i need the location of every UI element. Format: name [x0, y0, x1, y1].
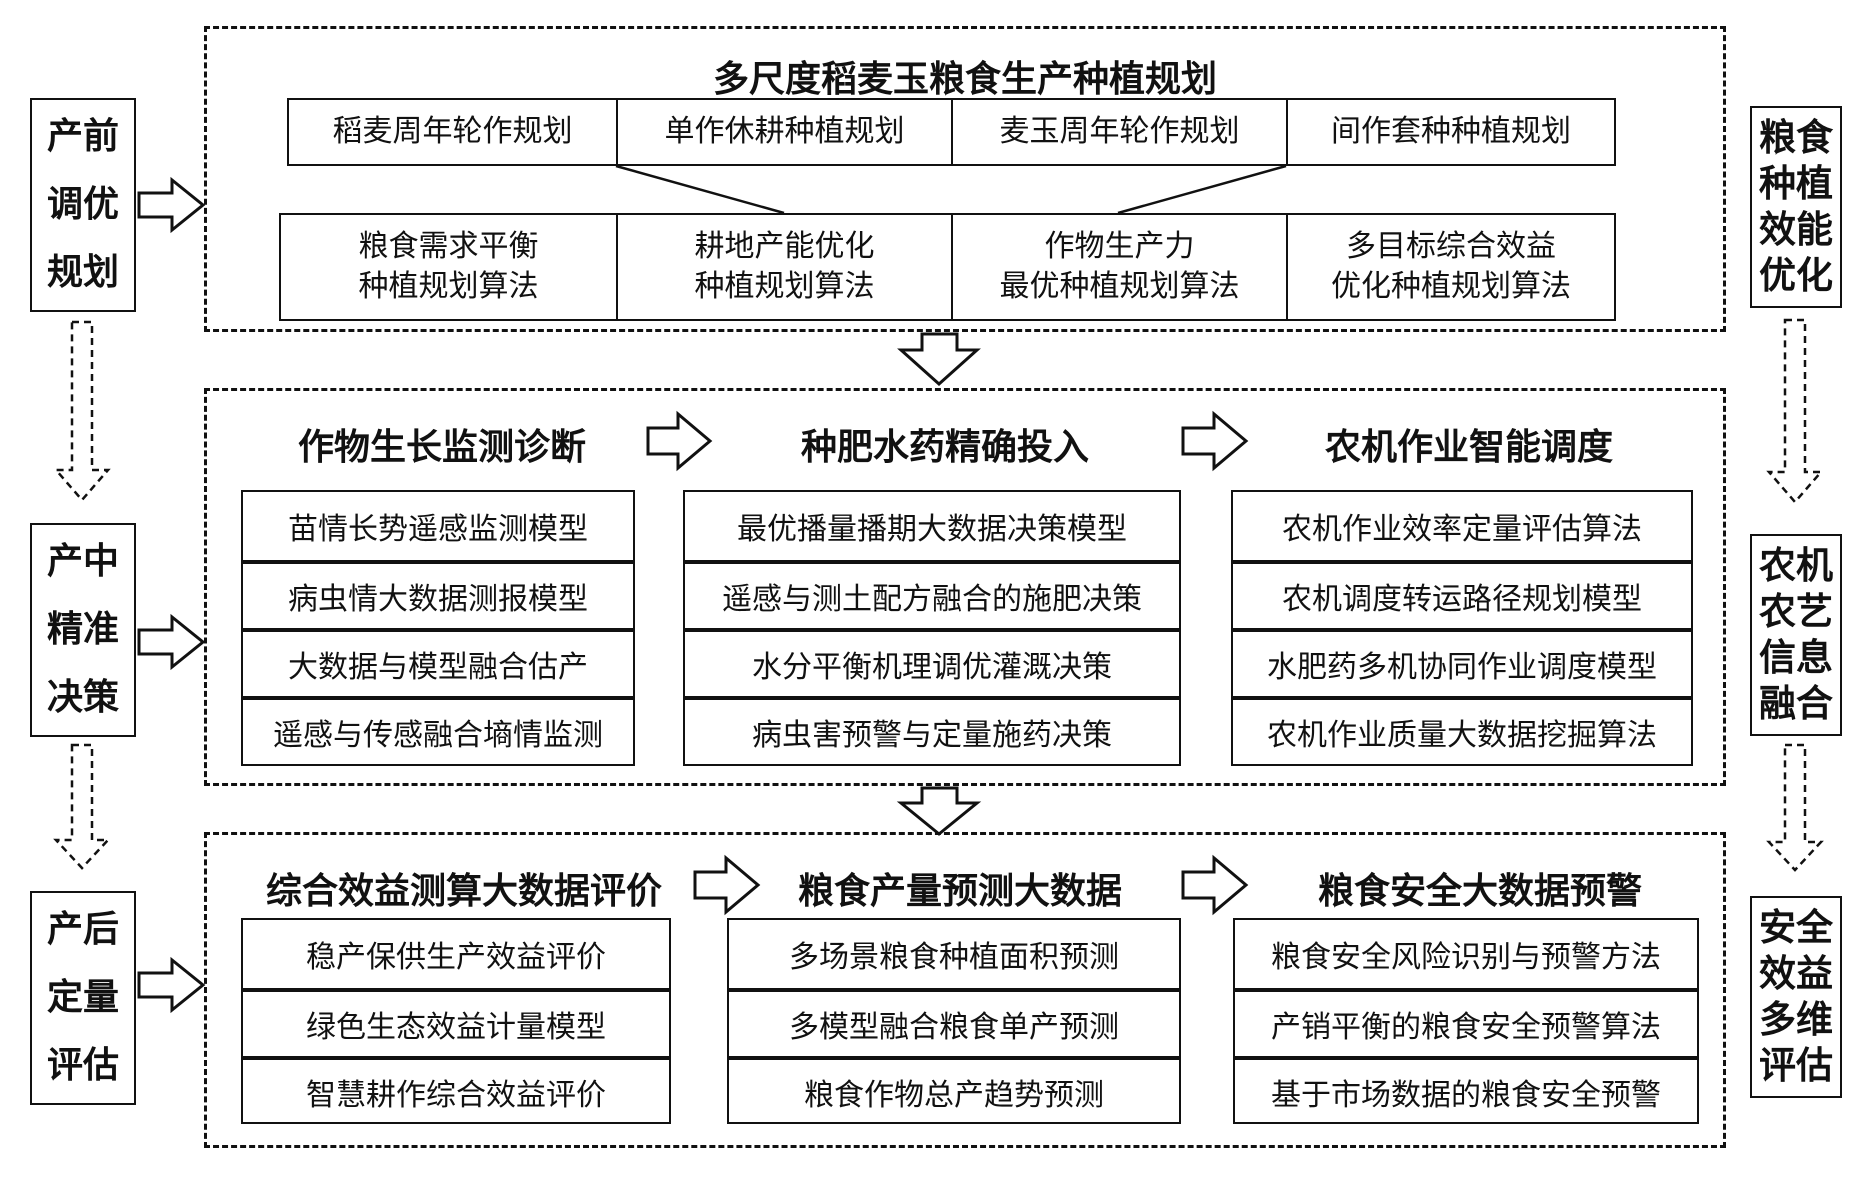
- stage-label-line: 定量: [46, 977, 119, 1018]
- algorithm-box: 多目标综合效益优化种植规划算法: [1286, 213, 1616, 321]
- algorithm-line: 优化种植规划算法: [1331, 269, 1571, 304]
- decision-column-title: 农机作业智能调度: [1324, 427, 1613, 468]
- algorithm-line: 粮食需求平衡: [358, 229, 539, 264]
- decision-list: 最优播量播期大数据决策模型 遥感与测土配方融合的施肥决策 水分平衡机理调优灌溉决…: [683, 490, 1181, 766]
- list-item: 最优播量播期大数据决策模型: [737, 512, 1127, 547]
- list-item: 病虫害预警与定量施药决策: [685, 696, 1179, 764]
- goal-label-line: 农机: [1759, 544, 1833, 587]
- algorithm-box: 耕地产能优化种植规划算法: [616, 213, 953, 321]
- plan-box: 间作套种种植规划: [1286, 98, 1616, 166]
- connector-line: [615, 164, 785, 215]
- list-item: 农机作业质量大数据挖掘算法: [1233, 696, 1691, 764]
- goal-label-line: 效益: [1759, 952, 1833, 995]
- goal-label-line: 多维: [1759, 998, 1833, 1041]
- algorithm-line: 多目标综合效益: [1346, 229, 1556, 264]
- list-item: 遥感与测土配方融合的施肥决策: [685, 560, 1179, 628]
- stage-label-in-production: 产中 精准 决策: [30, 523, 136, 737]
- list-item: 农机作业效率定量评估算法: [1282, 512, 1642, 547]
- evaluation-column-title: 粮食安全大数据预警: [1317, 871, 1642, 912]
- algorithm-line: 种植规划算法: [694, 269, 875, 304]
- decision-column-title: 作物生长监测诊断: [297, 427, 586, 468]
- list-item: 病虫情大数据测报模型: [243, 560, 633, 628]
- goal-label-line: 融合: [1759, 682, 1833, 725]
- right-arrow-icon: [137, 613, 206, 671]
- stage-label-line: 调优: [46, 184, 119, 225]
- goal-label-line: 评估: [1759, 1044, 1833, 1087]
- dashed-down-arrow-icon: [53, 743, 111, 870]
- evaluation-stage-frame: [204, 832, 1726, 1148]
- right-arrow-icon: [1181, 410, 1249, 472]
- stage-label-line: 产前: [46, 116, 119, 157]
- down-arrow-icon: [896, 786, 982, 836]
- right-arrow-icon: [646, 410, 713, 472]
- list-item: 多模型融合粮食单产预测: [729, 988, 1179, 1056]
- list-item: 苗情长势遥感监测模型: [288, 512, 588, 547]
- goal-label-line: 粮食: [1759, 116, 1833, 159]
- stage-label-line: 决策: [46, 677, 119, 718]
- algorithm-line: 种植规划算法: [358, 269, 539, 304]
- stage-label-line: 评估: [46, 1045, 119, 1086]
- list-item: 基于市场数据的粮食安全预警: [1235, 1056, 1697, 1124]
- decision-list: 农机作业效率定量评估算法 农机调度转运路径规划模型 水肥药多机协同作业调度模型 …: [1231, 490, 1693, 766]
- plan-box: 麦玉周年轮作规划: [951, 98, 1288, 166]
- list-item: 农机调度转运路径规划模型: [1233, 560, 1691, 628]
- list-item: 大数据与模型融合估产: [243, 628, 633, 696]
- goal-label-fusion: 农机 农艺 信息 融合: [1750, 534, 1842, 736]
- algorithm-box: 作物生产力最优种植规划算法: [951, 213, 1288, 321]
- list-item: 多场景粮食种植面积预测: [789, 940, 1119, 975]
- goal-label-line: 信息: [1759, 636, 1833, 679]
- list-item: 水肥药多机协同作业调度模型: [1233, 628, 1691, 696]
- goal-label-line: 效能: [1759, 208, 1833, 251]
- stage-label-line: 精准: [46, 609, 119, 650]
- list-item: 智慧耕作综合效益评价: [243, 1056, 669, 1124]
- plan-box: 稻麦周年轮作规划: [287, 98, 618, 166]
- decision-column-title: 种肥水药精确投入: [800, 427, 1089, 468]
- dashed-down-arrow-icon: [1766, 743, 1824, 872]
- evaluation-list: 多场景粮食种植面积预测 多模型融合粮食单产预测 粮食作物总产趋势预测: [727, 918, 1181, 1124]
- evaluation-list: 粮食安全风险识别与预警方法 产销平衡的粮食安全预警算法 基于市场数据的粮食安全预…: [1233, 918, 1699, 1124]
- goal-label-efficiency: 粮食 种植 效能 优化: [1750, 106, 1842, 308]
- list-item: 遥感与传感融合墒情监测: [243, 696, 633, 764]
- stage-label-pre-production: 产前 调优 规划: [30, 98, 136, 312]
- evaluation-column-title: 粮食产量预测大数据: [797, 871, 1122, 912]
- right-arrow-icon: [137, 956, 206, 1014]
- list-item: 绿色生态效益计量模型: [243, 988, 669, 1056]
- stage-label-post-production: 产后 定量 评估: [30, 891, 136, 1105]
- list-item: 稳产保供生产效益评价: [306, 940, 606, 975]
- goal-label-assessment: 安全 效益 多维 评估: [1750, 896, 1842, 1098]
- plan-box: 单作休耕种植规划: [616, 98, 953, 166]
- list-item: 产销平衡的粮食安全预警算法: [1235, 988, 1697, 1056]
- right-arrow-icon: [1181, 854, 1249, 916]
- right-arrow-icon: [137, 176, 206, 234]
- down-arrow-icon: [897, 332, 981, 387]
- stage-label-line: 产后: [46, 909, 119, 950]
- algorithm-line: 耕地产能优化: [694, 229, 875, 264]
- list-item: 水分平衡机理调优灌溉决策: [685, 628, 1179, 696]
- planning-title: 多尺度稻麦玉粮食生产种植规划: [712, 59, 1217, 100]
- list-item: 粮食安全风险识别与预警方法: [1271, 940, 1661, 975]
- stage-label-line: 产中: [46, 541, 119, 582]
- goal-label-line: 优化: [1759, 254, 1833, 297]
- goal-label-line: 农艺: [1759, 590, 1833, 633]
- goal-label-line: 种植: [1759, 162, 1833, 205]
- list-item: 粮食作物总产趋势预测: [729, 1056, 1179, 1124]
- connector-line: [1117, 164, 1287, 215]
- planning-stage-frame: [204, 26, 1726, 332]
- right-arrow-icon: [693, 854, 761, 916]
- goal-label-line: 安全: [1759, 906, 1833, 949]
- algorithm-line: 最优种植规划算法: [999, 269, 1240, 304]
- evaluation-column-title: 综合效益测算大数据评价: [265, 871, 662, 912]
- dashed-down-arrow-icon: [53, 320, 111, 502]
- dashed-down-arrow-icon: [1766, 318, 1824, 504]
- evaluation-list: 稳产保供生产效益评价 绿色生态效益计量模型 智慧耕作综合效益评价: [241, 918, 671, 1124]
- decision-stage-frame: [204, 388, 1726, 786]
- algorithm-line: 作物生产力: [1044, 229, 1195, 264]
- decision-list: 苗情长势遥感监测模型 病虫情大数据测报模型 大数据与模型融合估产 遥感与传感融合…: [241, 490, 635, 766]
- algorithm-box: 粮食需求平衡种植规划算法: [279, 213, 618, 321]
- stage-label-line: 规划: [46, 252, 119, 293]
